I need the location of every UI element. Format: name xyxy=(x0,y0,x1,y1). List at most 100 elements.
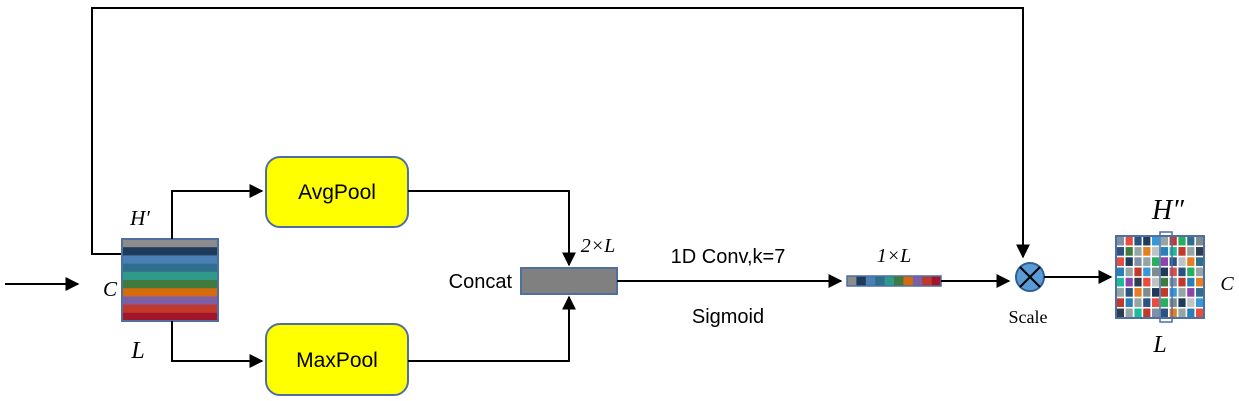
attention-vector-cell xyxy=(865,276,876,286)
output-grid-cell xyxy=(1187,257,1195,266)
output-grid-cell xyxy=(1116,288,1124,297)
output-grid-cell xyxy=(1152,267,1160,277)
output-grid-cell xyxy=(1134,298,1142,307)
output-grid-cell xyxy=(1152,308,1160,318)
conv-label: 1D Conv,k=7 xyxy=(671,246,786,268)
one-l-label: 1×L xyxy=(877,245,912,267)
attention-vector-cell xyxy=(931,276,942,286)
output-grid-cell xyxy=(1125,267,1133,277)
output-grid-cell xyxy=(1116,267,1124,277)
avgpool-label: AvgPool xyxy=(298,181,376,204)
output-grid-cell xyxy=(1196,247,1204,256)
output-grid-cell xyxy=(1178,277,1186,287)
output-grid-cell xyxy=(1196,257,1204,266)
output-grid-cell xyxy=(1152,257,1160,266)
output-grid-cell xyxy=(1160,257,1168,266)
output-grid-cell xyxy=(1169,257,1177,266)
output-grid-cell xyxy=(1160,288,1168,297)
maxpool-branch-line xyxy=(171,321,264,368)
output-grid-cell xyxy=(1160,247,1168,256)
output-grid-cell xyxy=(1116,236,1124,246)
output-grid-cell xyxy=(1160,308,1168,318)
attention-vector xyxy=(847,276,942,286)
output-grid-cell xyxy=(1134,257,1142,266)
output-grid-cell xyxy=(1143,277,1151,287)
output-grid-cell xyxy=(1125,277,1133,287)
output-grid-cell xyxy=(1143,308,1151,318)
input-feature-row xyxy=(122,312,218,322)
output-grid-cell xyxy=(1169,277,1177,287)
attention-vector-cell xyxy=(903,276,914,286)
output-grid-cell xyxy=(1178,298,1186,307)
h-double-prime-label: H″ xyxy=(1151,195,1184,226)
sigmoid-label: Sigmoid xyxy=(692,306,764,328)
c-input-label: C xyxy=(103,277,118,301)
input-feature-row xyxy=(122,296,218,305)
output-grid-cell xyxy=(1178,236,1186,246)
output-grid-cell xyxy=(1143,247,1151,256)
output-grid-cell xyxy=(1116,277,1124,287)
output-grid-cell xyxy=(1187,277,1195,287)
output-grid-cell xyxy=(1196,308,1204,318)
output-grid-cell xyxy=(1187,288,1195,297)
output-grid-cell xyxy=(1143,236,1151,246)
input-feature-row xyxy=(122,255,218,264)
output-grid-cell xyxy=(1169,247,1177,256)
output-grid-cell xyxy=(1178,308,1186,318)
output-grid-cell xyxy=(1125,247,1133,256)
output-grid-cell xyxy=(1196,288,1204,297)
scale-label: Scale xyxy=(1009,307,1048,327)
output-grid-cell xyxy=(1152,298,1160,307)
l-input-label: L xyxy=(130,338,144,364)
output-grid-cell xyxy=(1178,288,1186,297)
input-feature-row xyxy=(122,304,218,314)
h-prime-label: H′ xyxy=(129,206,150,230)
maxpool-block xyxy=(265,323,409,396)
attention-vector-cell xyxy=(922,276,932,286)
output-grid-cell xyxy=(1152,236,1160,246)
output-grid-cell xyxy=(1152,288,1160,297)
concat-block xyxy=(520,267,618,295)
input-feature-row xyxy=(122,247,218,256)
output-grid-cell xyxy=(1160,298,1168,307)
output-grid-cell xyxy=(1134,267,1142,277)
output-grid-cell xyxy=(1196,277,1204,287)
output-grid-cell xyxy=(1187,298,1195,307)
output-grid-cell xyxy=(1160,277,1168,287)
output-grid-cell xyxy=(1187,308,1195,318)
attention-vector-cell xyxy=(856,276,867,286)
output-grid-cell xyxy=(1169,267,1177,277)
output-grid-cell xyxy=(1125,308,1133,318)
attention-vector-cell xyxy=(847,276,857,286)
l-output-label: L xyxy=(1152,332,1166,358)
attention-vector-cell xyxy=(894,276,904,286)
output-grid-cell xyxy=(1134,308,1142,318)
output-grid-cell xyxy=(1143,288,1151,297)
output-grid-cell xyxy=(1143,257,1151,266)
output-grid-cell xyxy=(1143,267,1151,277)
output-grid-cell xyxy=(1116,257,1124,266)
attention-vector-cell xyxy=(912,276,923,286)
output-grid-cell xyxy=(1187,236,1195,246)
output-grid-cell xyxy=(1178,247,1186,256)
output-grid-cell xyxy=(1152,247,1160,256)
output-grid-cell xyxy=(1187,247,1195,256)
output-grid-cell xyxy=(1169,236,1177,246)
output-grid-cell xyxy=(1116,308,1124,318)
maxpool-label: MaxPool xyxy=(296,349,378,372)
output-highlight-column xyxy=(1159,231,1173,323)
output-grid-cell xyxy=(1187,267,1195,277)
output-grid-cell xyxy=(1134,236,1142,246)
output-grid-cell xyxy=(1196,298,1204,307)
output-grid-cell xyxy=(1178,267,1186,277)
input-feature-row xyxy=(122,263,218,273)
output-grid-cell xyxy=(1125,257,1133,266)
input-feature-row xyxy=(122,288,218,297)
input-feature-block xyxy=(122,239,218,322)
concat-label: Concat xyxy=(449,271,513,293)
output-grid-cell xyxy=(1116,298,1124,307)
output-grid-cell xyxy=(1196,236,1204,246)
input-feature-row xyxy=(122,239,218,248)
input-feature-outline xyxy=(121,238,219,322)
